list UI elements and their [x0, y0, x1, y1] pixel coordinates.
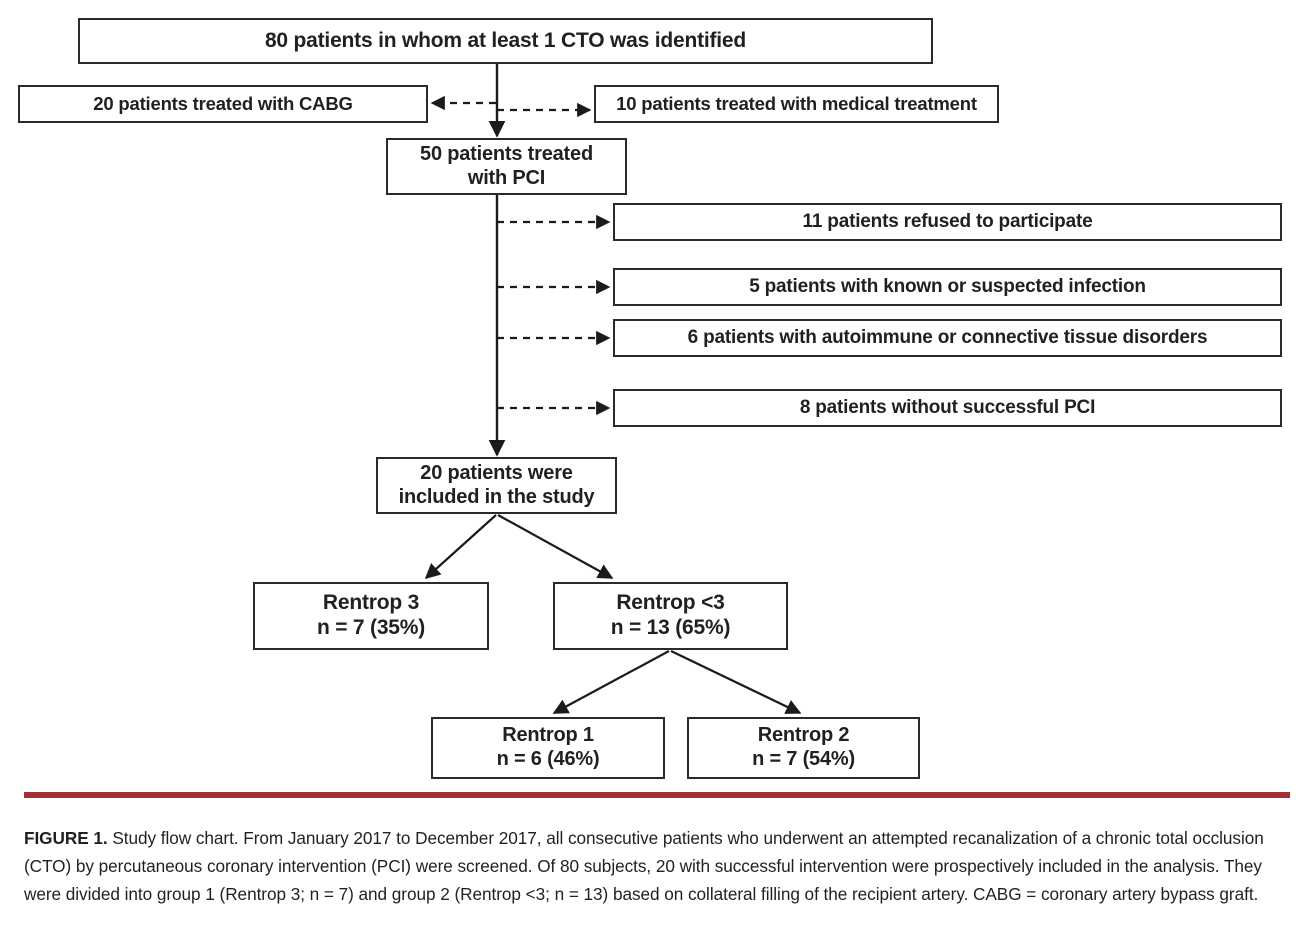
edge-rentrop-lt3-to-rentrop2 — [670, 650, 802, 714]
node-treated-cabg: 20 patients treated with CABG — [18, 85, 428, 123]
node-cabg-label: 20 patients treated with CABG — [93, 93, 353, 115]
node-patients-screened: 80 patients in whom at least 1 CTO was i… — [78, 18, 933, 64]
node-rentrop-lt3-title: Rentrop <3 — [616, 591, 725, 615]
node-rentrop3-title: Rentrop 3 — [322, 591, 420, 615]
node-rentrop1-title: Rentrop 1 — [502, 724, 594, 747]
node-pci-label-line2: with PCI — [467, 166, 546, 189]
node-screened-label: 80 patients in whom at least 1 CTO was i… — [264, 28, 747, 52]
node-group-rentrop-3: Rentrop 3 n = 7 (35%) — [253, 582, 489, 650]
node-included-in-study: 20 patients were included in the study — [376, 457, 617, 514]
node-medical-label: 10 patients treated with medical treatme… — [616, 93, 977, 115]
node-excluded-autoimmune: 6 patients with autoimmune or connective… — [613, 319, 1282, 357]
node-rentrop-lt3-count: n = 13 (65%) — [610, 616, 731, 639]
node-treated-medical: 10 patients treated with medical treatme… — [594, 85, 999, 123]
node-rentrop2-title: Rentrop 2 — [757, 724, 850, 747]
edge-rentrop-lt3-to-rentrop1 — [552, 650, 670, 714]
node-unsuccessful-label: 8 patients without successful PCI — [799, 396, 1096, 418]
edge-included-to-rentrop-lt3 — [497, 514, 614, 579]
node-included-label-line2: included in the study — [398, 485, 595, 508]
node-rentrop2-count: n = 7 (54%) — [752, 748, 855, 770]
node-group-rentrop-lt-3: Rentrop <3 n = 13 (65%) — [553, 582, 788, 650]
figure-caption-text: Study flow chart. From January 2017 to D… — [24, 828, 1264, 904]
node-rentrop3-count: n = 7 (35%) — [316, 616, 426, 639]
figure-caption: FIGURE 1. Study flow chart. From January… — [24, 825, 1292, 909]
node-autoimmune-label: 6 patients with autoimmune or connective… — [687, 326, 1208, 348]
figure-caption-label: FIGURE 1. — [24, 828, 108, 849]
node-refused-label: 11 patients refused to participate — [802, 210, 1093, 232]
node-rentrop1-count: n = 6 (46%) — [496, 748, 600, 770]
node-excluded-unsuccessful-pci: 8 patients without successful PCI — [613, 389, 1282, 427]
node-group-rentrop-2: Rentrop 2 n = 7 (54%) — [687, 717, 920, 779]
node-excluded-refused: 11 patients refused to participate — [613, 203, 1282, 241]
node-pci-label-line1: 50 patients treated — [420, 142, 593, 165]
node-included-label-line1: 20 patients were — [420, 461, 573, 484]
caption-divider-rule — [24, 792, 1290, 798]
edge-included-to-rentrop3 — [424, 514, 497, 580]
node-treated-pci: 50 patients treated with PCI — [386, 138, 627, 195]
node-excluded-infection: 5 patients with known or suspected infec… — [613, 268, 1282, 306]
node-infection-label: 5 patients with known or suspected infec… — [749, 275, 1146, 297]
node-group-rentrop-1: Rentrop 1 n = 6 (46%) — [431, 717, 665, 779]
